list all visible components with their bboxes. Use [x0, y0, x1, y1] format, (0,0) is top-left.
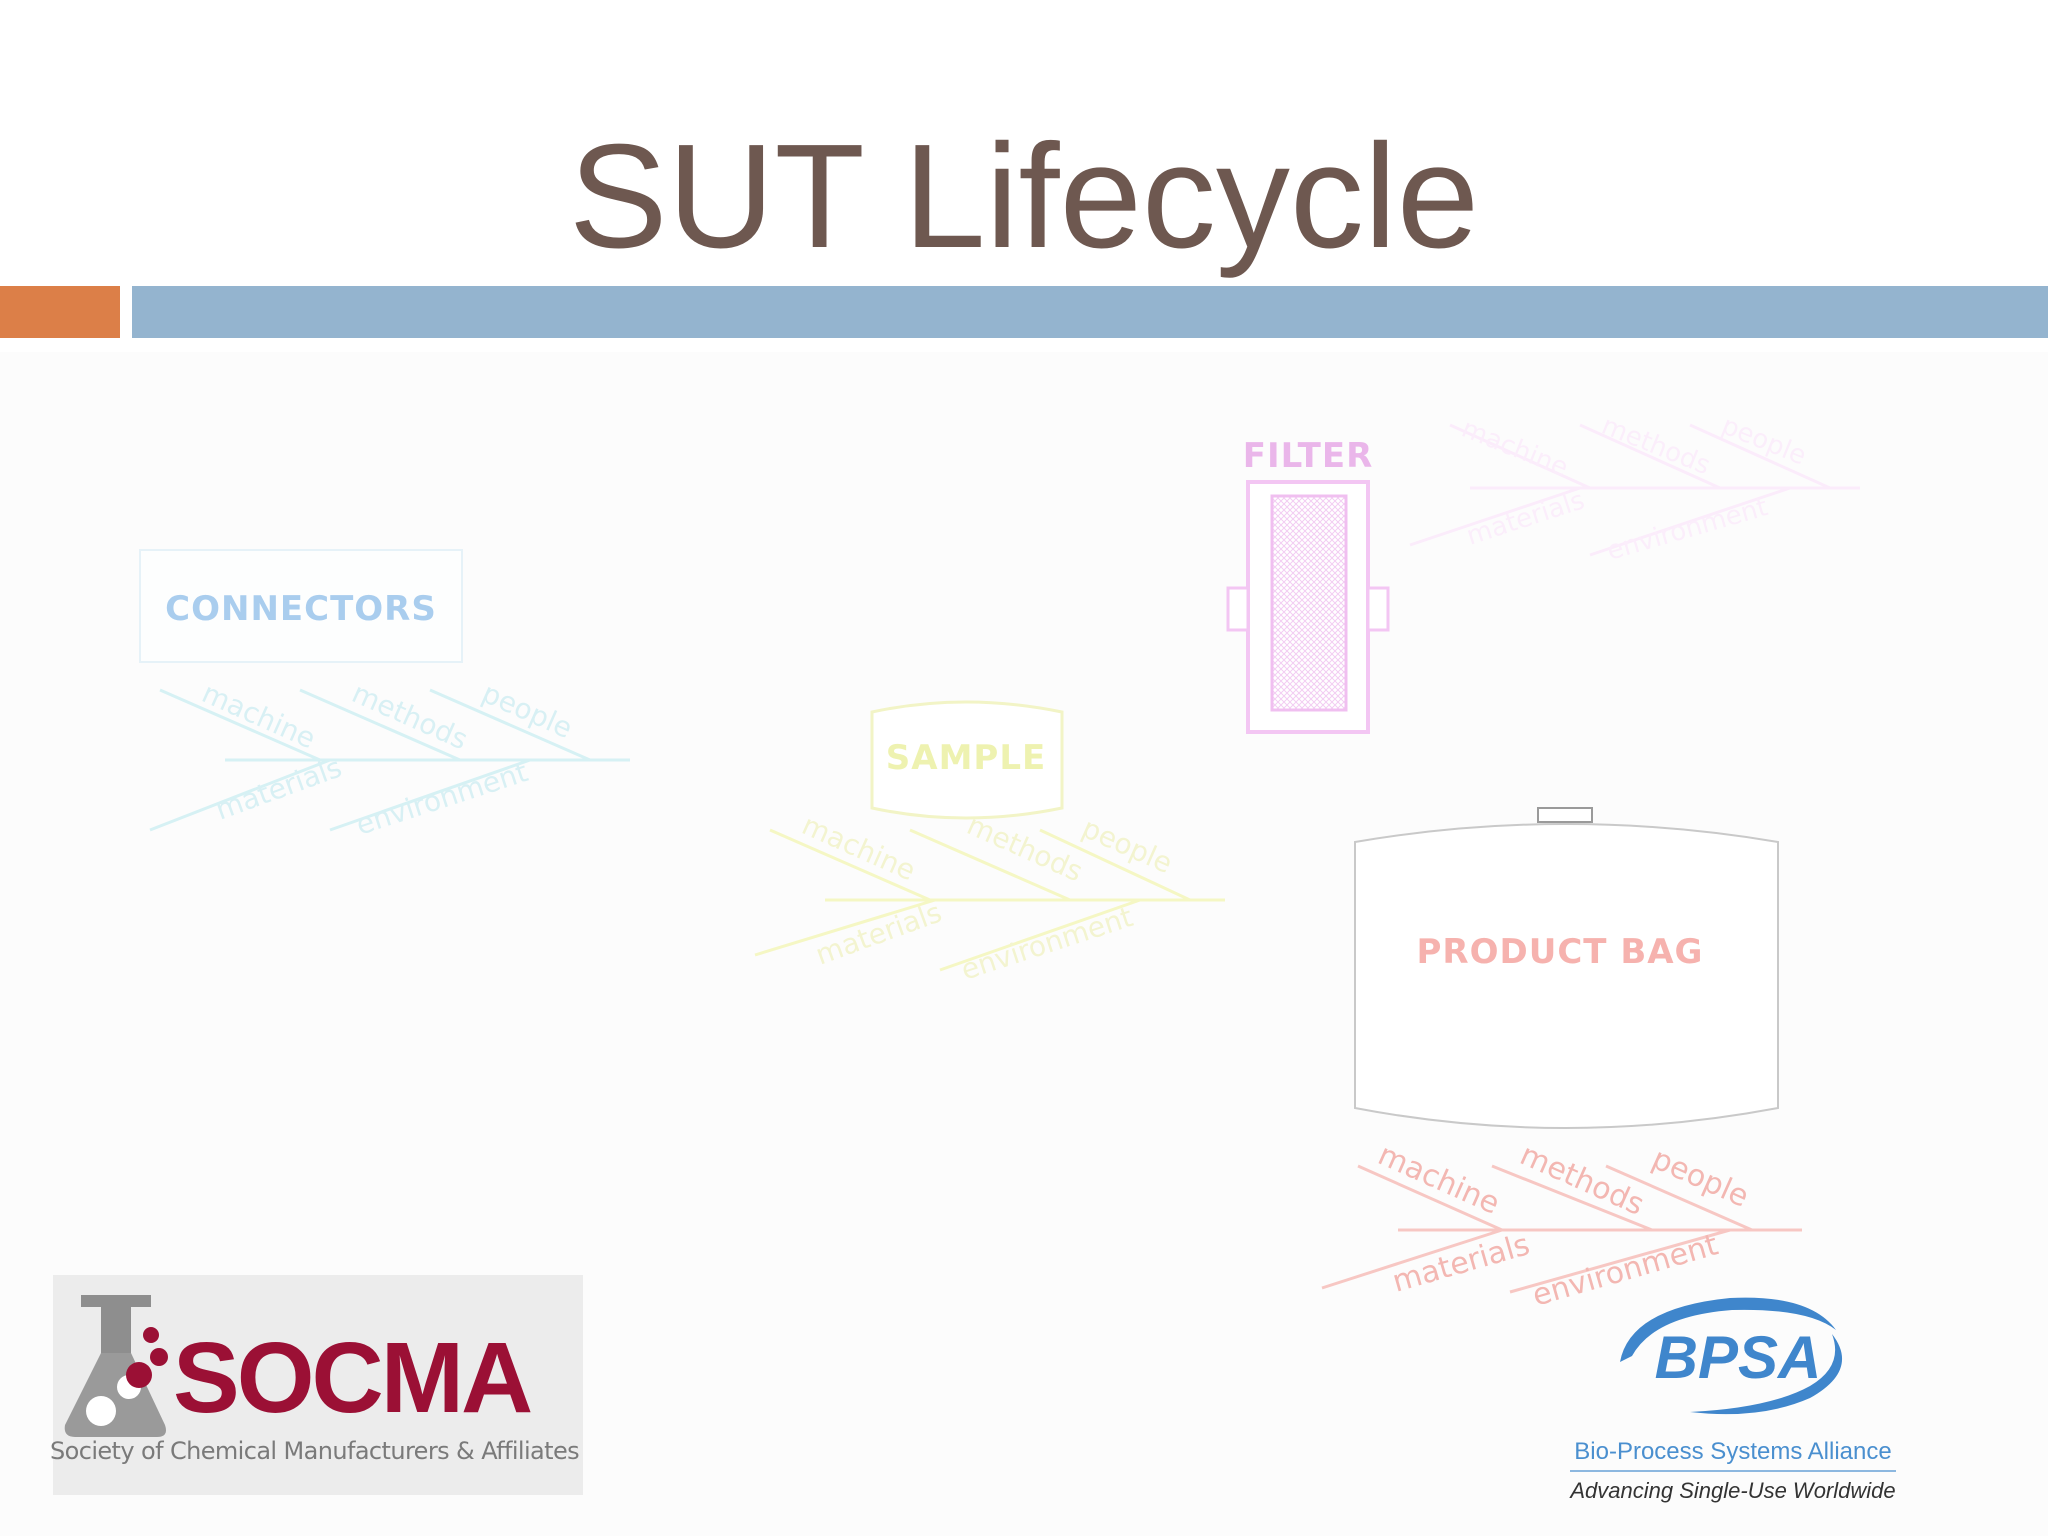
bpsa-mark: BPSA	[1655, 1324, 1822, 1391]
product-bag-fishbone	[1321, 1164, 1802, 1294]
filter-bone-environment: environment	[1604, 492, 1771, 566]
bpsa-tagline: Advancing Single-Use Worldwide	[1570, 1478, 1896, 1503]
product-bag-bone-methods: methods	[1515, 1137, 1649, 1222]
filter-fishbone	[1409, 423, 1860, 557]
product-bag-bone-people: people	[1647, 1141, 1754, 1214]
filter-port-right	[1366, 586, 1390, 632]
product-bag-port	[1537, 807, 1593, 823]
bpsa-name: Bio-Process Systems Alliance	[1574, 1438, 1892, 1465]
filter-bone-methods: methods	[1597, 411, 1714, 482]
title-accent-bar-blue	[132, 286, 2048, 338]
socma-tagline: Society of Chemical Manufacturers & Affi…	[50, 1437, 580, 1465]
flask-icon	[64, 1295, 168, 1437]
sample-group: SAMPLE machine methods people materials …	[754, 700, 1225, 987]
filter-bone-materials: materials	[1463, 485, 1588, 551]
product-bag-label: PRODUCT BAG	[1417, 932, 1704, 972]
connectors-bone-methods: methods	[347, 676, 473, 756]
connectors-group: CONNECTORS machine methods people materi…	[139, 549, 630, 842]
sample-bone-machine: machine	[797, 808, 920, 887]
filter-bone-machine: machine	[1457, 414, 1572, 484]
bpsa-divider	[1570, 1470, 1896, 1472]
sample-container-shape	[870, 700, 1064, 820]
connectors-bone-materials: materials	[211, 751, 346, 827]
filter-group: FILTER machine methods people materials …	[1226, 411, 1860, 734]
slide-title: SUT Lifecycle	[568, 114, 1480, 279]
connectors-bone-people: people	[477, 676, 577, 745]
connectors-fishbone	[149, 688, 630, 832]
sample-bone-materials: materials	[811, 896, 946, 972]
socma-wordmark: SOCMA	[173, 1322, 533, 1434]
product-bag-bone-materials: materials	[1389, 1227, 1534, 1299]
sample-fishbone	[754, 828, 1225, 972]
bpsa-logo: BPSA Bio-Process Systems Alliance Advanc…	[1560, 1290, 1906, 1510]
sample-bone-environment: environment	[957, 900, 1137, 986]
socma-logo: SOCMA Society of Chemical Manufacturers …	[50, 1275, 583, 1495]
filter-port-left	[1226, 586, 1250, 632]
connectors-bone-environment: environment	[352, 755, 532, 841]
product-bag-outline	[1354, 823, 1779, 1129]
title-accent-bar-orange	[0, 286, 120, 338]
filter-media	[1270, 494, 1348, 712]
sample-bone-methods: methods	[962, 808, 1088, 888]
bpsa-swoosh-icon: BPSA	[1620, 1297, 1843, 1415]
filter-label: FILTER	[1243, 436, 1374, 476]
sample-label: SAMPLE	[886, 738, 1046, 778]
connectors-box	[139, 549, 463, 663]
product-bag-bone-machine: machine	[1373, 1137, 1505, 1221]
filter-bone-people: people	[1717, 411, 1810, 472]
product-bag-group: PRODUCT BAG machine methods people mater…	[1321, 807, 1802, 1314]
connectors-label: CONNECTORS	[165, 589, 437, 629]
